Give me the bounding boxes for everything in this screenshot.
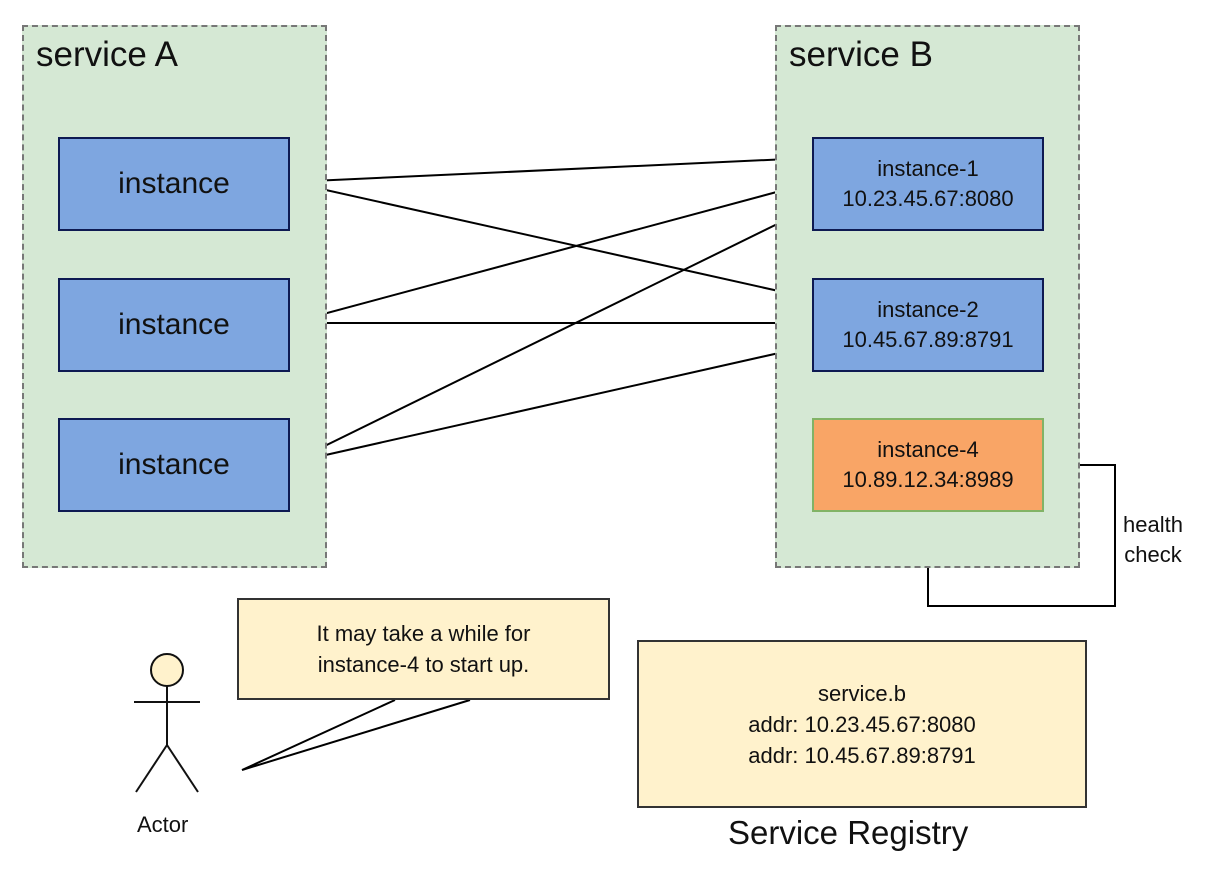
instance-2-name: instance-2 bbox=[877, 297, 979, 322]
instance-4-addr: 10.89.12.34:8989 bbox=[842, 467, 1014, 492]
service-a-instance-1[interactable]: instance bbox=[58, 137, 290, 231]
service-b-instance-2[interactable]: instance-2 10.45.67.89:8791 bbox=[812, 278, 1044, 372]
service-b-title: service B bbox=[789, 35, 933, 74]
health-check-line-2: check bbox=[1124, 542, 1182, 567]
service-a-instance-3[interactable]: instance bbox=[58, 418, 290, 512]
actor-label: Actor bbox=[137, 812, 189, 837]
instance-1-name: instance-1 bbox=[877, 156, 979, 181]
callout-line-1: It may take a while for bbox=[316, 621, 531, 646]
health-check-line-1: health bbox=[1123, 512, 1183, 537]
registry-service-name: service.b bbox=[817, 680, 907, 706]
service-a-instance-2[interactable]: instance bbox=[58, 278, 290, 372]
arrow-a1-to-b1 bbox=[289, 152, 811, 183]
arrow-a3-to-b1 bbox=[289, 207, 811, 464]
arrow-a1-to-b2 bbox=[289, 181, 811, 302]
registry-entry-1: addr: 10.23.45.67:8080 bbox=[748, 711, 976, 737]
service-b-instance-1[interactable]: instance-1 10.23.45.67:8080 bbox=[812, 137, 1044, 231]
service-a-instance-3-label: instance bbox=[118, 448, 230, 481]
instance-1-addr: 10.23.45.67:8080 bbox=[842, 186, 1014, 211]
startup-callout: It may take a while for instance-4 to st… bbox=[237, 598, 610, 700]
registry-caption: Service Registry bbox=[728, 814, 969, 851]
arrow-a2-to-b1 bbox=[289, 180, 811, 324]
arrow-a3-to-b2 bbox=[289, 342, 811, 464]
registry-entry-2: addr: 10.45.67.89:8791 bbox=[748, 742, 976, 768]
service-a-instance-2-label: instance bbox=[118, 308, 230, 341]
actor-icon[interactable] bbox=[122, 650, 212, 800]
callout-line-2: instance-4 to start up. bbox=[317, 652, 530, 677]
service-registry-box[interactable]: service.b addr: 10.23.45.67:8080 addr: 1… bbox=[637, 640, 1087, 808]
callout-pointer bbox=[241, 699, 471, 771]
service-a-instance-1-label: instance bbox=[118, 167, 230, 200]
health-check-loop bbox=[927, 459, 1116, 607]
instance-4-name: instance-4 bbox=[877, 437, 979, 462]
instance-2-addr: 10.45.67.89:8791 bbox=[842, 327, 1014, 352]
service-b-instance-4[interactable]: instance-4 10.89.12.34:8989 bbox=[812, 418, 1044, 512]
health-check-label: health check bbox=[1123, 510, 1183, 570]
service-a-title: service A bbox=[36, 35, 178, 74]
